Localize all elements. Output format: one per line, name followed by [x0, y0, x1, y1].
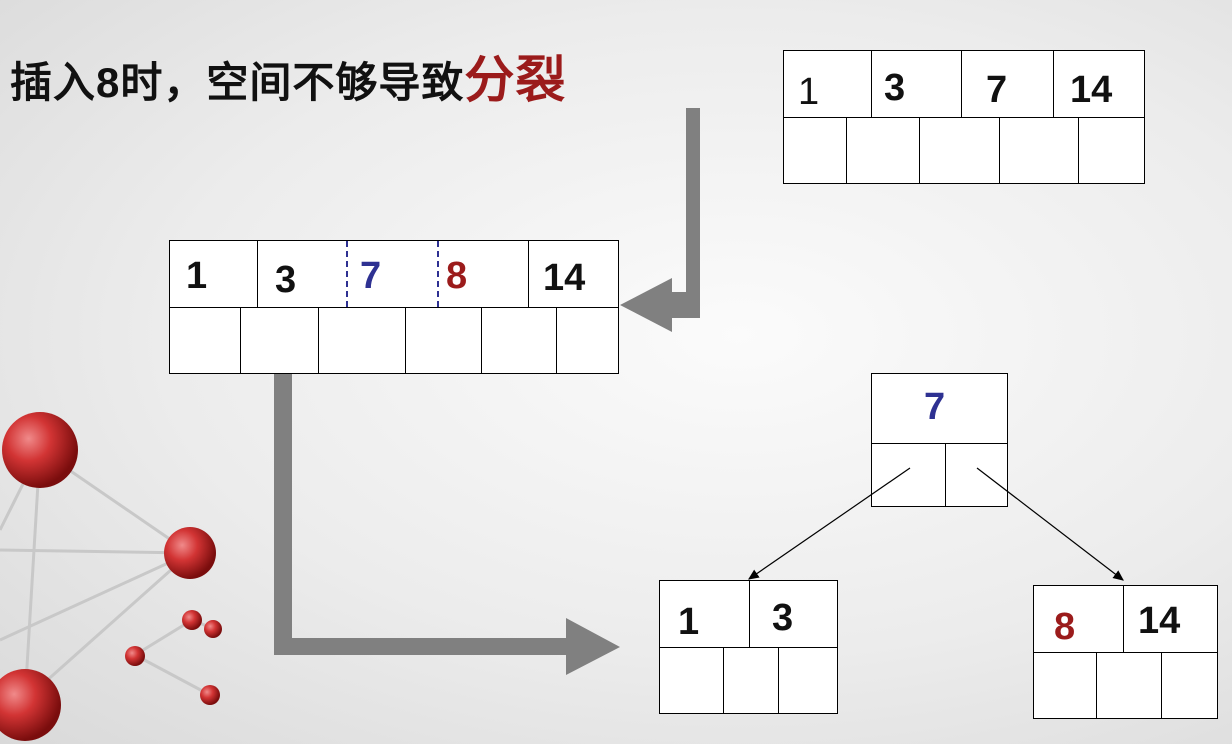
key-value: 3 [884, 67, 906, 109]
right-child-node: 8 14 [1033, 585, 1218, 719]
right-child-pointers [1034, 652, 1217, 718]
molecule-ball-small [200, 685, 220, 705]
pointer-cell [319, 307, 406, 373]
full-node: 1 3 7 14 [783, 50, 1145, 184]
key-cell: 1 [784, 51, 872, 117]
overflow-node: 1 3 7 8 14 [169, 240, 619, 374]
key-value-median: 7 [924, 386, 946, 428]
molecule-ball-small [182, 610, 202, 630]
key-value: 1 [678, 601, 700, 643]
key-cell: 14 [529, 241, 618, 307]
key-value: 14 [1138, 600, 1181, 642]
key-cell: 1 [660, 581, 750, 647]
full-node-pointers [784, 117, 1144, 183]
key-cell: 1 [170, 241, 258, 307]
key-cell: 8 [1034, 586, 1124, 652]
pointer-cell [170, 307, 241, 373]
root-node-keys: 7 [872, 374, 1007, 444]
molecule-ball-bottom [0, 669, 61, 741]
pointer-cell [920, 117, 1000, 183]
key-value-inserted: 8 [1054, 606, 1076, 648]
title-text: 插入8时，空间不够导致 [10, 59, 465, 106]
pointer-cell [482, 307, 557, 373]
key-cell: 14 [1054, 51, 1144, 117]
pointer-cell [1000, 117, 1079, 183]
slide-title: 插入8时，空间不够导致分裂 [10, 40, 566, 112]
molecule-ball-small [204, 620, 222, 638]
key-value: 1 [186, 255, 208, 297]
key-cell: 7 [962, 51, 1054, 117]
overflow-node-pointers [170, 307, 618, 373]
key-value: 3 [772, 597, 794, 639]
molecule-ball-large [2, 412, 78, 488]
pointer-cell [241, 307, 319, 373]
key-cell: 3 [872, 51, 962, 117]
right-child-keys: 8 14 [1034, 586, 1217, 653]
key-cell: 3 [258, 241, 348, 307]
molecule-ball-small [125, 646, 145, 666]
key-value: 7 [986, 69, 1008, 111]
pointer-cell [872, 442, 946, 506]
pointer-cell [406, 307, 482, 373]
overflow-node-keys: 1 3 7 8 14 [170, 241, 618, 308]
pointer-cell [1097, 652, 1162, 718]
left-child-pointers [660, 647, 837, 713]
left-child-node: 1 3 [659, 580, 838, 714]
pointer-cell [660, 647, 724, 713]
key-cell: 3 [750, 581, 837, 647]
pointer-cell [847, 117, 920, 183]
left-child-keys: 1 3 [660, 581, 837, 648]
pointer-cell [724, 647, 779, 713]
key-value: 1 [798, 71, 820, 113]
key-cell: 14 [1124, 586, 1217, 652]
key-cell: 7 [348, 241, 439, 307]
molecule-ball-medium [164, 527, 216, 579]
key-value: 3 [275, 259, 297, 301]
pointer-cell [784, 117, 847, 183]
key-cell: 7 [872, 374, 1007, 443]
root-node: 7 [871, 373, 1008, 507]
key-value: 14 [543, 257, 586, 299]
edge-root-to-right [976, 467, 1124, 581]
pointer-cell [1034, 652, 1097, 718]
key-value: 14 [1070, 69, 1113, 111]
arrow-to-split-nodes [274, 374, 620, 675]
root-node-pointers [872, 442, 1007, 506]
arrow-to-overflow-node [620, 108, 782, 332]
full-node-keys: 1 3 7 14 [784, 51, 1144, 118]
edge-root-to-left [748, 467, 911, 580]
key-value-inserted: 8 [446, 255, 468, 297]
key-cell: 8 [439, 241, 529, 307]
title-highlight: 分裂 [464, 52, 567, 108]
key-value-median: 7 [360, 255, 382, 297]
